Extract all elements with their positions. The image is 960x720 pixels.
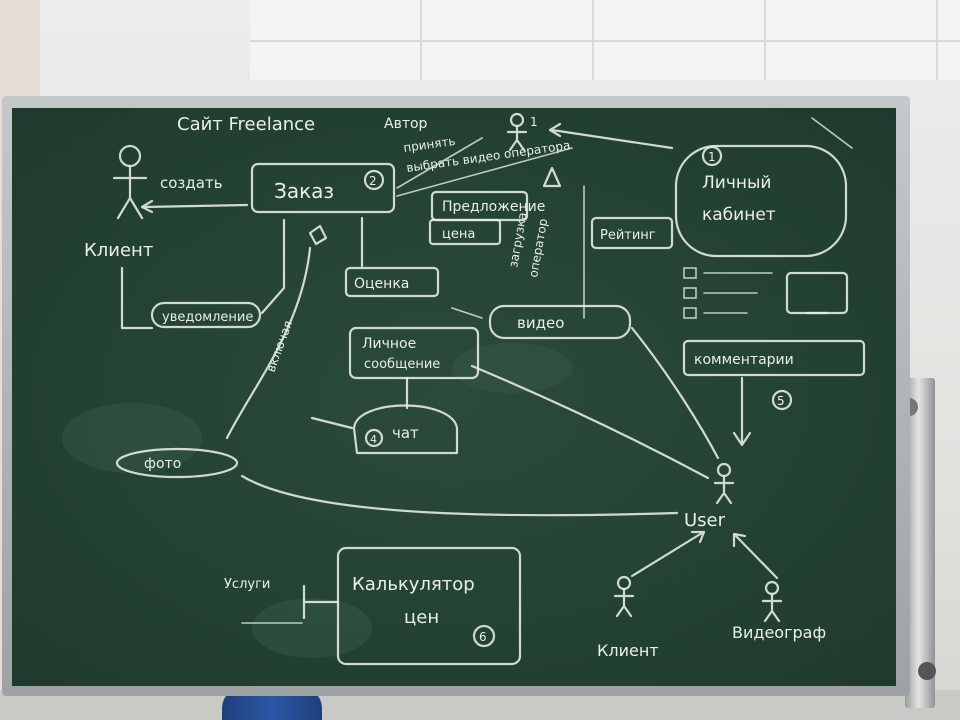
chat-number: 4: [370, 433, 377, 446]
label-author: Автор: [384, 116, 428, 132]
label-rating: Рейтинг: [600, 228, 656, 243]
label-photo: фото: [144, 456, 181, 472]
label-personal-cabinet-1: Личный: [702, 173, 771, 193]
label-create: создать: [160, 174, 223, 192]
label-calculator-2: цен: [404, 607, 439, 628]
chalk-diagram: Сайт Freelance Автор 1 Клиент создать За…: [62, 112, 866, 666]
label-personal-messages-2: сообщение: [364, 357, 440, 372]
label-videographer: Видеограф: [732, 623, 826, 642]
order-number: 2: [369, 174, 377, 188]
videographer-figure: [761, 580, 783, 623]
ceiling-seam: [250, 40, 960, 42]
cabinet-number: 1: [708, 150, 716, 164]
stand-wheel: [918, 662, 936, 680]
video-box: [488, 304, 632, 340]
list-icon: [683, 267, 773, 319]
label-price: цена: [442, 227, 475, 242]
chalkboard: Сайт Freelance Автор 1 Клиент создать За…: [12, 108, 896, 686]
actor-top-figure: [506, 112, 528, 152]
label-comments: комментарии: [694, 352, 794, 368]
label-services: Услуги: [224, 577, 270, 592]
label-evaluation: Оценка: [354, 276, 409, 292]
client-stick-figure: [112, 144, 148, 220]
label-personal-cabinet-2: кабинет: [702, 205, 776, 225]
board-stand: [905, 378, 935, 708]
label-operator: оператор: [526, 217, 550, 278]
chat-box: [352, 404, 459, 455]
personal-messages-box: [348, 326, 480, 380]
actor-top-number: 1: [530, 115, 538, 129]
calculator-number: 6: [479, 630, 487, 644]
personal-cabinet-box: [674, 144, 848, 258]
monitor-icon: [785, 271, 849, 315]
calculator-box: [336, 546, 522, 666]
evaluation-box: [344, 266, 440, 298]
board-title: Сайт Freelance: [177, 114, 315, 135]
client-bottom-figure: [613, 575, 635, 618]
label-calculator-1: Калькулятор: [352, 574, 475, 595]
label-notification: уведомление: [162, 310, 253, 325]
label-client-left: Клиент: [84, 240, 153, 261]
label-order: Заказ: [274, 179, 334, 203]
label-chat: чат: [392, 424, 419, 442]
photo-box: [115, 447, 239, 479]
notification-box: [150, 301, 262, 329]
price-box: [428, 218, 502, 246]
label-video: видео: [517, 314, 564, 332]
comments-box: [682, 339, 866, 377]
rating-box: [590, 216, 674, 250]
label-user: User: [684, 510, 726, 531]
order-box: [250, 162, 396, 214]
user-actor-figure: [713, 462, 735, 505]
label-accept: принять: [402, 134, 456, 155]
label-proposal: Предложение: [442, 199, 545, 215]
label-personal-messages-1: Личное: [362, 336, 416, 352]
label-client-bottom: Клиент: [597, 641, 659, 660]
comments-number: 5: [777, 394, 785, 408]
